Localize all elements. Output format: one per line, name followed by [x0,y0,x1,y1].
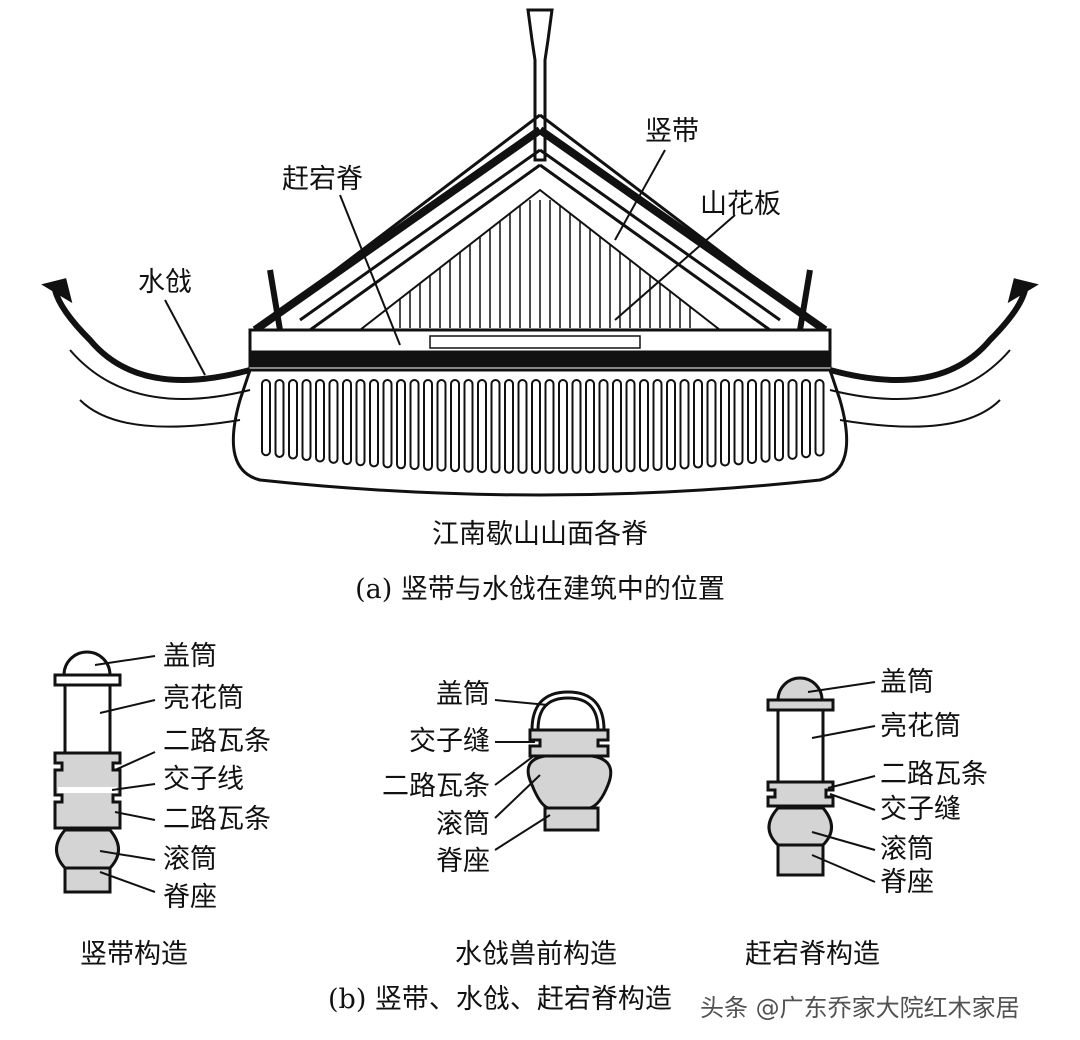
caption-shudai: 竖带构造 [80,939,188,970]
roof-tile [423,379,433,471]
roof-tile [409,379,420,471]
label: 滚筒 [880,834,934,865]
roof-tile [679,379,690,470]
roof-tile [787,379,798,460]
watermark: 头条 @广东乔家大院红木家居 [700,994,1020,1022]
roof-tile [585,379,595,474]
label: 交子缝 [409,726,490,757]
roof-tile [760,379,771,463]
caption-shuiqiang: 水戗兽前构造 [455,939,617,970]
roof-tile [531,379,541,474]
roof-tile [436,379,447,472]
roof-tile [639,379,649,472]
roof-tile [517,379,528,474]
label: 脊座 [880,867,934,898]
roof-tile [382,379,393,469]
roof-tile [342,379,352,466]
subtitle: 江南歇山山面各脊 [432,519,648,550]
roof-tile [504,379,514,474]
roof-tile [544,379,555,474]
shuiqiang-section [494,690,613,851]
roof-tile [733,379,744,466]
label: 二路瓦条 [880,759,988,790]
roof-tile [652,379,663,472]
label: 脊座 [436,846,490,877]
ridge-finial [526,8,554,162]
roof-tile [355,379,366,467]
label: 盖筒 [880,667,934,698]
label: 亮花筒 [880,711,961,742]
label: 二路瓦条 [163,804,271,835]
roof-tile [301,379,312,462]
roof-tile [477,379,487,474]
roof-tile [774,379,784,462]
roof-tile [315,379,325,463]
roof-tile [693,379,703,469]
roof-tile [814,379,825,457]
left-shuiqiang [52,289,251,383]
label: 交子缝 [880,794,961,825]
roof-tile [288,379,298,460]
label: 盖筒 [436,679,490,710]
caption-b: (b) 竖带、水戗、赶宕脊构造 [328,984,672,1015]
roof-tile [625,379,636,473]
roof-tile [328,379,339,464]
label-shudai: 竖带 [645,116,699,147]
roof-tile [720,379,730,467]
roof-tile [747,379,757,465]
roof-tile [598,379,609,474]
label: 二路瓦条 [382,771,490,802]
roof-tile [666,379,676,471]
label: 亮花筒 [163,683,244,714]
label-shuiqiang: 水戗 [138,267,192,298]
roof-tile [612,379,622,473]
caption-gandangji: 赶宕脊构造 [745,939,880,970]
roof-tile [801,379,811,459]
roof-tile [261,379,271,457]
roof-tile [571,379,582,474]
label: 滚筒 [163,844,217,875]
roof-tile [558,379,568,474]
label: 二路瓦条 [163,726,271,757]
label: 脊座 [163,882,217,913]
label: 滚筒 [436,809,490,840]
shudai-section [53,650,156,894]
caption-a: (a) 竖带与水戗在建筑中的位置 [355,574,725,605]
roof-tile [463,379,474,473]
gandangji-section [766,676,876,883]
roof-tile [274,379,285,458]
right-shuiqiang [829,289,1028,383]
label-shanhuaban: 山花板 [700,189,781,220]
roof-tile [706,379,717,468]
roof-tile [450,379,460,473]
roof-tile [490,379,501,474]
label: 盖筒 [163,641,217,672]
roof-tile [396,379,406,470]
label: 交子线 [163,764,244,795]
roof-tile [369,379,379,468]
label-gandangji: 赶宕脊 [282,164,363,195]
